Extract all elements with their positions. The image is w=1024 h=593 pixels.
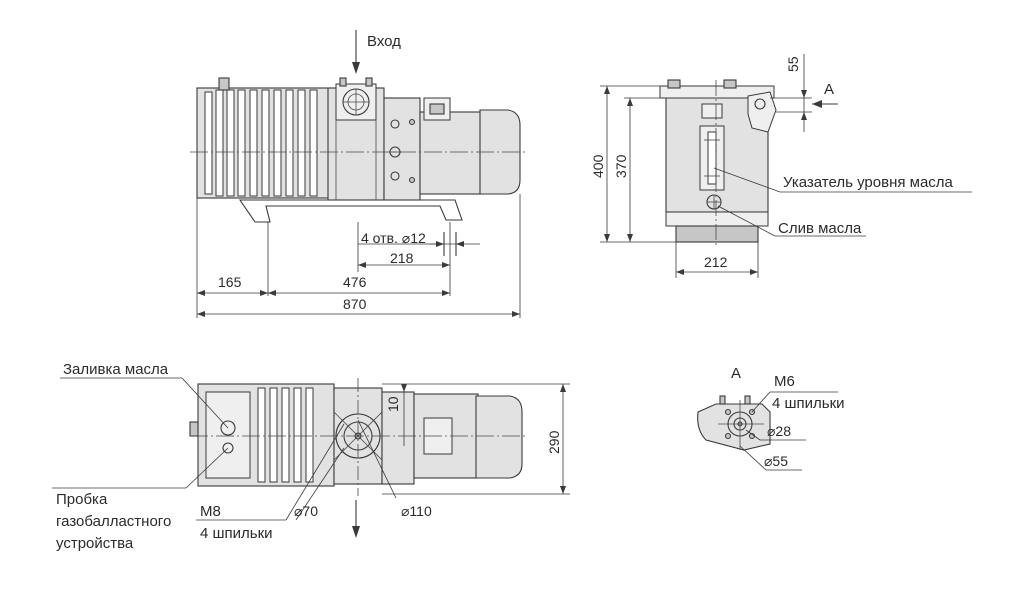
m8-label: M8 xyxy=(200,503,221,520)
m6-label: M6 xyxy=(774,373,795,390)
dim-212: 212 xyxy=(704,254,728,270)
plan-motor xyxy=(475,395,523,479)
oil-fill-label: Заливка масла xyxy=(63,361,169,378)
section-a-mark: A xyxy=(824,81,834,98)
coupling-housing xyxy=(419,111,483,195)
motor xyxy=(479,109,521,195)
dim-218: 218 xyxy=(390,250,414,266)
dim-phi55: ⌀55 xyxy=(764,453,788,469)
cooling-fins xyxy=(204,89,318,197)
dim-phi70: ⌀70 xyxy=(294,503,318,519)
oil-fill-plug xyxy=(220,420,236,436)
gas-ballast-label-3: устройства xyxy=(56,535,134,552)
top-lug xyxy=(218,77,230,91)
gearbox xyxy=(383,97,421,201)
dim-370: 370 xyxy=(613,154,629,178)
dim-290: 290 xyxy=(546,430,562,454)
dim-phi28: ⌀28 xyxy=(767,423,791,439)
dim-870: 870 xyxy=(343,296,367,312)
gas-ballast-label-2: газобалластного xyxy=(56,513,171,530)
gas-ballast-plug xyxy=(222,442,234,454)
studs-label-m8: 4 шпильки xyxy=(200,525,273,542)
oil-level-label: Указатель уровня масла xyxy=(783,174,954,191)
holes-dimension: 4 отв. ⌀12 xyxy=(361,230,426,246)
view-a-flange xyxy=(697,403,771,451)
dim-10: 10 xyxy=(385,396,401,412)
gas-ballast-label-1: Пробка xyxy=(56,491,108,508)
plan-fins xyxy=(257,387,314,483)
inlet-label: Вход xyxy=(367,33,401,50)
dim-55: 55 xyxy=(785,56,801,72)
view-a-title: A xyxy=(731,365,741,382)
oil-drain-label: Слив масла xyxy=(778,220,862,237)
pump-base xyxy=(238,199,463,223)
dim-phi110: ⌀110 xyxy=(401,503,432,519)
front-view xyxy=(190,30,528,318)
dim-165: 165 xyxy=(218,274,242,290)
studs-label-m6: 4 шпильки xyxy=(772,395,845,412)
dim-476: 476 xyxy=(343,274,367,290)
dim-400: 400 xyxy=(590,154,606,178)
view-a-detail xyxy=(697,391,838,471)
plan-view xyxy=(52,377,570,538)
side-view xyxy=(600,54,972,278)
